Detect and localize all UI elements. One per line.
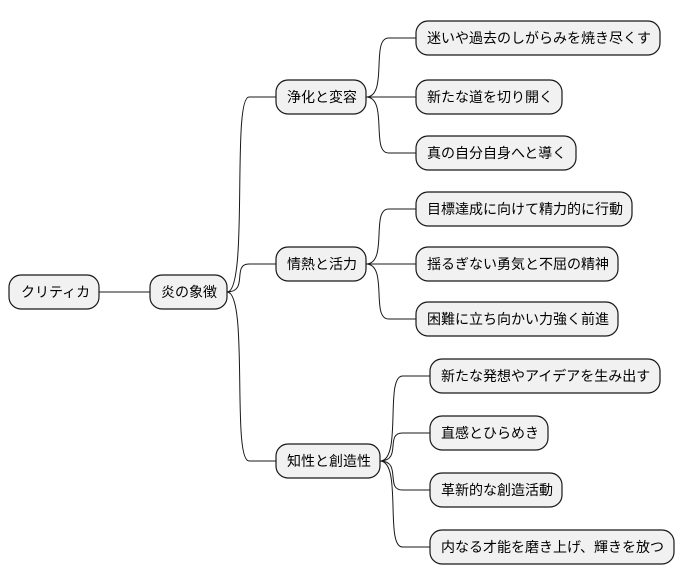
edge-branch3-leaf-2 (379, 432, 430, 462)
leaf-label-1-3: 真の自分自身へと導く (427, 146, 566, 162)
branch-node-1: 浄化と変容 (275, 79, 367, 115)
edge-branch3-leaf-4 (379, 460, 430, 548)
branch-label-3: 知性と創造性 (287, 453, 371, 470)
branch-node-2: 情熱と活力 (275, 246, 367, 282)
edge-branch2-leaf-1 (365, 208, 416, 265)
branch-label-2: 情熱と活力 (287, 257, 357, 273)
leaf-label-2-1: 目標達成に向けて精力的に行動 (427, 202, 623, 218)
leaf-label-1-1: 迷いや過去のしがらみを焼き尽くす (427, 31, 651, 47)
connector-lines (99, 37, 430, 548)
leaf-label-2-2: 揺るぎない勇気と不屈の精神 (427, 257, 609, 273)
root-node-label: クリティカ (21, 285, 90, 301)
leaf-node-2-2: 揺るぎない勇気と不屈の精神 (415, 246, 619, 282)
leaf-label-2-3: 困難に立ち向かい力強く前進 (427, 311, 609, 328)
leaf-node-3-2: 直感とひらめき (429, 415, 549, 451)
branch-node-3: 知性と創造性 (275, 443, 381, 479)
edge-branch1-leaf-3 (365, 96, 416, 154)
edge-center-branch-1 (226, 96, 276, 293)
edge-branch1-leaf-1 (365, 37, 416, 98)
leaf-node-2-3: 困難に立ち向かい力強く前進 (415, 301, 619, 337)
leaf-node-3-4: 内なる才能を磨き上げ、輝きを放つ (429, 529, 675, 565)
branch-label-1: 浄化と変容 (287, 89, 357, 106)
center-node-label: 炎の象徴 (161, 285, 217, 301)
leaf-label-3-1: 新たな発想やアイデアを生み出す (441, 368, 650, 385)
root-node: クリティカ (8, 274, 100, 310)
edge-center-branch-3 (226, 291, 276, 462)
edge-branch3-leaf-1 (379, 375, 430, 462)
leaf-label-1-2: 新たな道を切り開く (427, 90, 553, 106)
leaf-node-3-1: 新たな発想やアイデアを生み出す (429, 358, 661, 394)
edge-center-branch-2 (226, 263, 276, 293)
center-node: 炎の象徴 (149, 274, 228, 310)
edge-branch3-leaf-3 (379, 460, 430, 491)
leaf-label-3-3: 革新的な創造活動 (441, 483, 553, 499)
leaf-node-1-1: 迷いや過去のしがらみを焼き尽くす (415, 20, 661, 56)
leaf-node-1-2: 新たな道を切り開く (415, 79, 563, 115)
leaf-node-1-3: 真の自分自身へと導く (415, 135, 577, 171)
leaf-label-3-2: 直感とひらめき (441, 425, 539, 442)
leaf-label-3-4: 内なる才能を磨き上げ、輝きを放つ (441, 540, 664, 556)
leaf-node-2-1: 目標達成に向けて精力的に行動 (415, 191, 633, 227)
leaf-node-3-3: 革新的な創造活動 (429, 472, 563, 508)
edge-branch2-leaf-3 (365, 263, 416, 320)
